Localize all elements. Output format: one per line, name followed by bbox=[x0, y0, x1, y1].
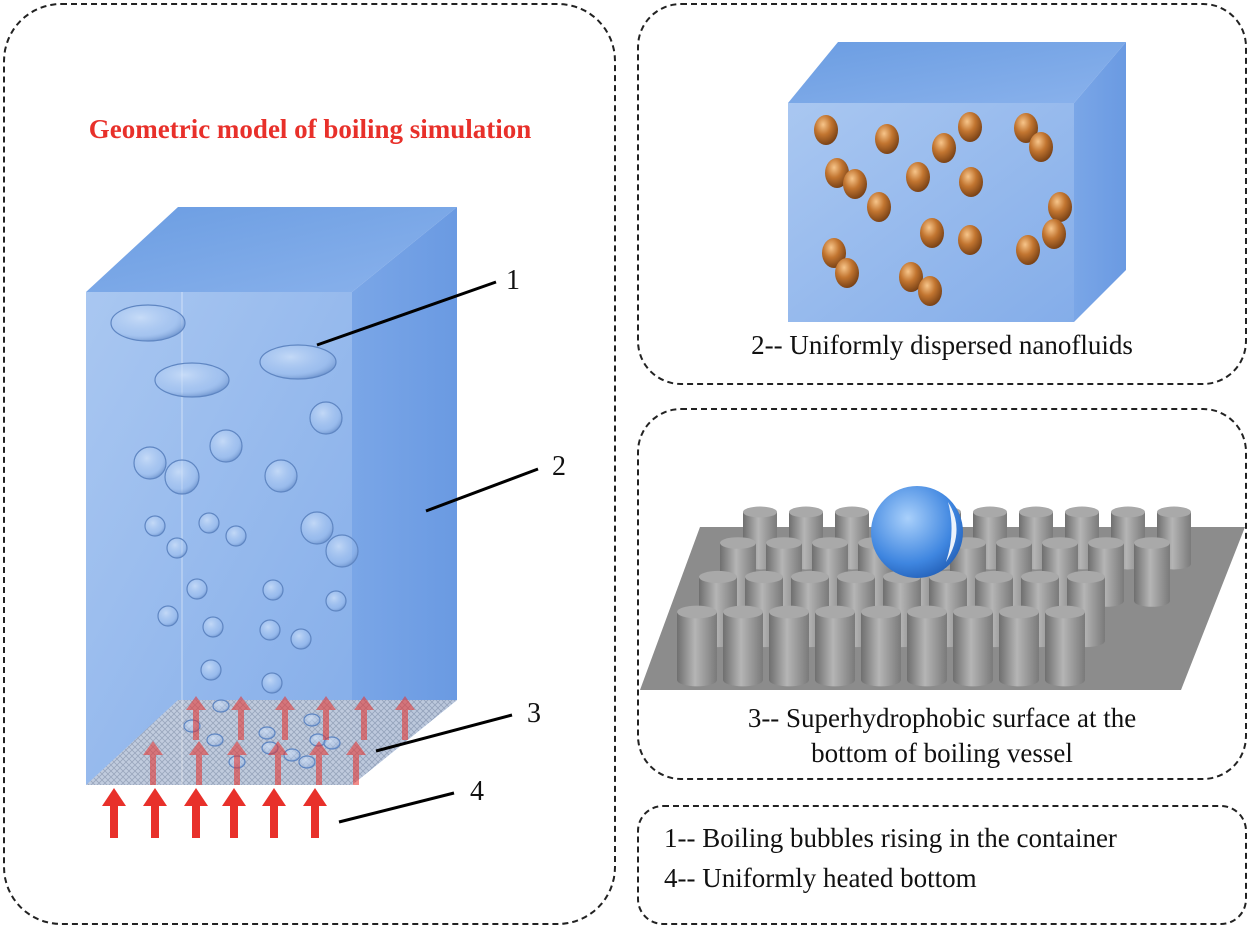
inner-heat-arrows bbox=[143, 696, 415, 785]
rising-bubbles bbox=[110, 304, 359, 769]
pillar bbox=[861, 612, 901, 687]
pillar-top bbox=[861, 605, 901, 619]
pillar-top bbox=[996, 537, 1032, 549]
pillar bbox=[953, 612, 993, 687]
container-side bbox=[352, 207, 457, 785]
pillar-top bbox=[789, 506, 823, 518]
pillar-top bbox=[1045, 605, 1085, 619]
pillar-top bbox=[929, 570, 967, 584]
pillar-top bbox=[1088, 537, 1124, 549]
pillar bbox=[999, 612, 1039, 687]
pillar bbox=[907, 612, 947, 687]
water-droplet bbox=[871, 486, 963, 578]
pillar-top bbox=[1021, 570, 1059, 584]
pillar-top bbox=[812, 537, 848, 549]
diagram-title: Geometric model of boiling simulation bbox=[88, 114, 532, 144]
pillar-top bbox=[1067, 570, 1105, 584]
pillar-top bbox=[975, 570, 1013, 584]
pillar-top bbox=[769, 605, 809, 619]
nanoparticles bbox=[814, 112, 1072, 306]
nanofluid-caption: 2-- Uniformly dispersed nanofluids bbox=[751, 330, 1133, 360]
pillar-top bbox=[766, 537, 802, 549]
pillar-top bbox=[723, 605, 763, 619]
pillar-top bbox=[743, 506, 777, 518]
pillar-top bbox=[720, 537, 756, 549]
container-front bbox=[86, 292, 352, 785]
pillar-top bbox=[677, 605, 717, 619]
leader-lines bbox=[316, 280, 539, 824]
pillar-top bbox=[745, 570, 783, 584]
label-3: 3 bbox=[527, 698, 541, 729]
pillar-top bbox=[791, 570, 829, 584]
label-2: 2 bbox=[552, 451, 566, 482]
pillar-top bbox=[953, 605, 993, 619]
pillar bbox=[1045, 612, 1085, 687]
label-4: 4 bbox=[470, 776, 484, 807]
pillar bbox=[723, 612, 763, 687]
legend-panel bbox=[637, 805, 1247, 925]
pillar bbox=[815, 612, 855, 687]
surface-caption-line2: bottom of boiling vessel bbox=[811, 738, 1073, 768]
pillar-top bbox=[1065, 506, 1099, 518]
pillar-top bbox=[999, 605, 1039, 619]
pillar-top bbox=[699, 570, 737, 584]
pillar-top bbox=[815, 605, 855, 619]
pillar bbox=[677, 612, 717, 687]
pillar-top bbox=[1111, 506, 1145, 518]
pillar-top bbox=[835, 506, 869, 518]
surface-panel bbox=[637, 408, 1247, 780]
pillar bbox=[1134, 543, 1170, 607]
pillar-top bbox=[1042, 537, 1078, 549]
container-box bbox=[86, 207, 457, 785]
legend-line-2: 4-- Uniformly heated bottom bbox=[664, 863, 977, 893]
heating-arrows bbox=[102, 788, 327, 838]
nanofluid-cube bbox=[788, 42, 1126, 322]
pillar-top bbox=[973, 506, 1007, 518]
label-1: 1 bbox=[506, 265, 520, 296]
pillar-top bbox=[837, 570, 875, 584]
pillar bbox=[769, 612, 809, 687]
simulation-panel bbox=[3, 3, 616, 925]
pillar-top bbox=[1157, 506, 1191, 518]
nanofluid-panel bbox=[637, 3, 1247, 385]
pillar-top bbox=[907, 605, 947, 619]
pillar-top bbox=[1134, 537, 1170, 549]
pillar-top bbox=[1019, 506, 1053, 518]
legend-line-1: 1-- Boiling bubbles rising in the contai… bbox=[664, 823, 1117, 853]
surface-caption-line1: 3-- Superhydrophobic surface at the bbox=[747, 703, 1137, 733]
container-top bbox=[86, 207, 457, 292]
